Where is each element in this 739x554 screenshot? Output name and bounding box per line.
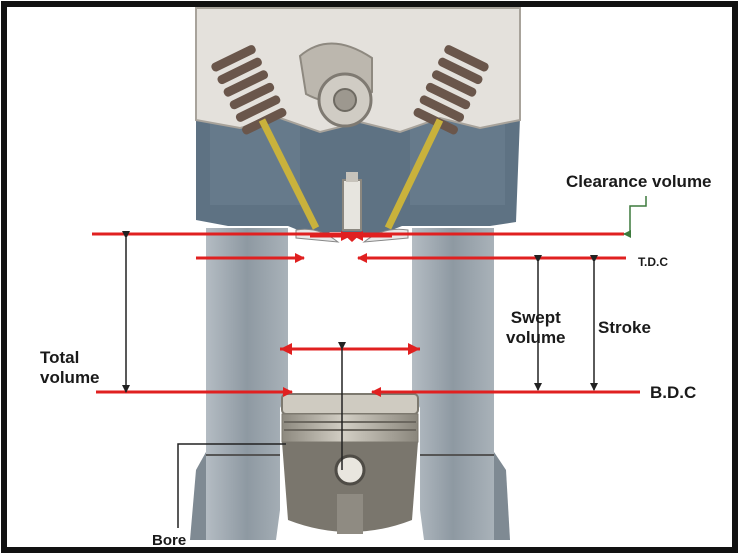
dimension-lines: [122, 196, 647, 528]
label-tdc: T.D.C: [638, 255, 668, 269]
cylinder-walls: [190, 228, 510, 540]
label-clearance-volume: Clearance volume: [566, 172, 712, 191]
label-swept-volume: Swept volume: [506, 308, 566, 347]
label-stroke: Stroke: [598, 318, 651, 337]
piston-pin: [334, 454, 366, 486]
label-bdc: B.D.C: [650, 383, 697, 402]
clearance-leader: [623, 196, 647, 238]
label-bore: Bore: [152, 532, 187, 549]
tdc-bdc-reference-lines: [92, 231, 640, 397]
bore-leader: [177, 443, 286, 528]
left-valve-assembly: [211, 45, 340, 243]
piston: [281, 393, 419, 534]
label-total-volume: Total volume: [40, 348, 100, 387]
